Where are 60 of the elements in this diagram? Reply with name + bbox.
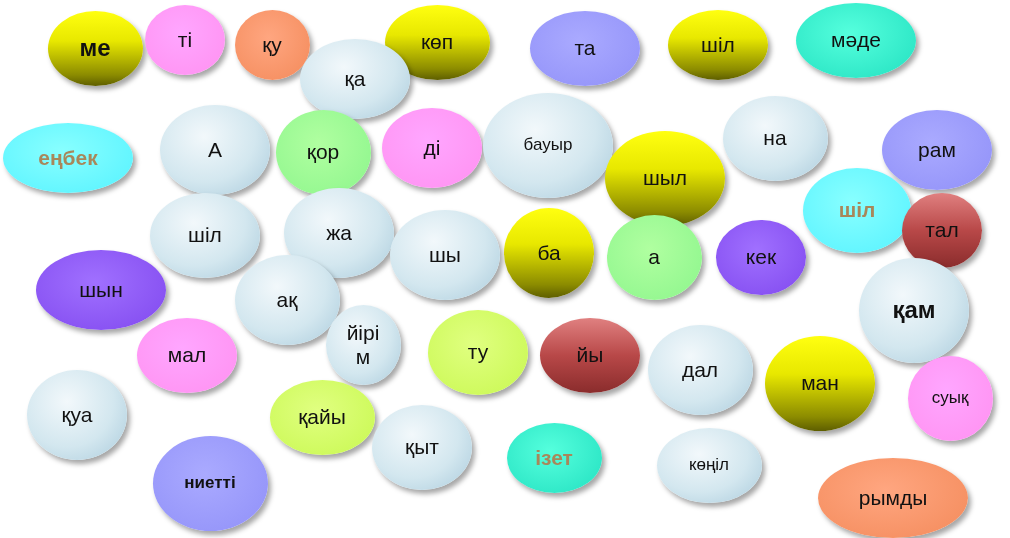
syllable-text: қа [344, 66, 366, 92]
syllable-text: қуа [61, 402, 93, 428]
ellipse-bubble [325, 305, 401, 385]
syllable-text: дал [681, 357, 719, 383]
ellipse-bubble [382, 108, 482, 188]
syllable-text: А [208, 137, 222, 163]
syllable-text: шіл [701, 32, 735, 58]
syllable-text: а [648, 244, 660, 270]
syllable-text: ту [467, 339, 489, 365]
ellipse-bubble [803, 167, 911, 253]
syllable-text: ті [177, 27, 193, 53]
ellipse-bubble [145, 5, 225, 75]
syllable-text: на [763, 125, 787, 151]
syllable-text: шыл [642, 165, 688, 191]
ellipse-bubble [647, 325, 753, 415]
syllable-text: рымды [858, 485, 928, 511]
syllable-text: ниетті [184, 473, 236, 493]
syllable-text: ба [537, 240, 561, 266]
syllable-text: ізет [535, 445, 573, 471]
ellipse-bubble [137, 317, 237, 393]
syllable-text: бауыр [523, 135, 573, 155]
ellipse-bubble [504, 208, 594, 298]
ellipse-bubble [907, 355, 993, 441]
syllable-text: қайы [298, 404, 346, 430]
syllable-text: йы [576, 342, 604, 368]
syllable-text: мәде [830, 27, 882, 53]
syllable-text: ман [801, 370, 839, 396]
ellipse-bubble [150, 192, 260, 278]
syllable-text: көңіл [689, 455, 729, 475]
syllable-text: жа [326, 220, 352, 246]
ellipse-bubble [390, 210, 500, 300]
ellipse-bubble [606, 214, 702, 300]
ellipse-bubble [859, 257, 969, 363]
syllable-text: қу [262, 32, 282, 58]
syllable-text: суық [931, 388, 969, 408]
syllable-text: қыт [405, 434, 439, 460]
syllable-text: шы [429, 242, 461, 268]
syllable-text: шын [79, 277, 123, 303]
syllable-text: ме [79, 34, 111, 62]
syllable-text: йірі м [345, 320, 381, 370]
ellipse-bubble [428, 309, 528, 395]
syllable-text: рам [918, 137, 956, 163]
ellipse-bubble [902, 192, 982, 268]
syllable-text: ді [423, 135, 441, 161]
ellipse-bubble [36, 250, 166, 330]
syllable-text: еңбек [38, 145, 98, 171]
syllable-text: кек [745, 244, 777, 270]
syllable-text: тал [925, 217, 959, 243]
syllable-text: ақ [276, 287, 298, 313]
ellipse-bubble [234, 10, 310, 80]
syllable-text: мал [167, 342, 207, 368]
syllable-text: шіл [838, 197, 876, 223]
syllable-text: қам [892, 296, 936, 324]
ellipse-bubble [372, 404, 472, 490]
ellipse-bubble [722, 95, 828, 181]
syllable-text: шіл [188, 222, 222, 248]
syllable-text: көп [420, 29, 454, 55]
syllable-text: та [574, 35, 596, 61]
syllable-text: қор [306, 139, 340, 165]
ellipse-bubble [234, 255, 340, 345]
